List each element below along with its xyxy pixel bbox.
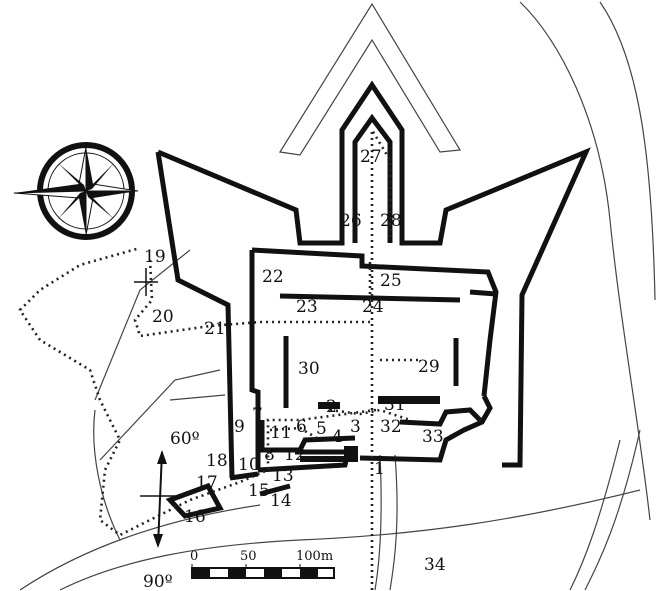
label-8: 8 xyxy=(264,445,275,465)
label-5: 5 xyxy=(316,419,327,439)
scale-label-100m: 100m xyxy=(296,549,333,564)
label-18: 18 xyxy=(206,451,228,471)
label-1: 1 xyxy=(374,459,385,479)
label-23: 23 xyxy=(296,297,318,317)
scale-bar: 0 50 100m xyxy=(190,549,335,579)
label-30: 30 xyxy=(298,359,320,379)
contour-label-90: 90º xyxy=(143,572,173,591)
visitor-route xyxy=(18,125,420,590)
label-21: 21 xyxy=(204,319,226,339)
label-20: 20 xyxy=(152,307,174,327)
label-25: 25 xyxy=(380,271,402,291)
label-22: 22 xyxy=(262,267,284,287)
contour-label-60: 60º xyxy=(170,429,200,449)
label-6: 6 xyxy=(296,417,307,437)
label-31: 31 xyxy=(384,395,406,415)
label-26: 26 xyxy=(340,211,362,231)
label-11: 11 xyxy=(270,423,292,443)
label-9: 9 xyxy=(234,417,245,437)
label-15: 15 xyxy=(248,481,270,501)
label-13: 13 xyxy=(272,466,294,486)
marker-cross-icon xyxy=(134,268,158,296)
label-10: 10 xyxy=(238,455,260,475)
label-34: 34 xyxy=(424,555,446,575)
label-29: 29 xyxy=(418,357,440,377)
label-2: 2 xyxy=(326,397,337,417)
compass-rose-icon xyxy=(13,142,139,240)
north-arrow-icon xyxy=(140,450,182,548)
label-17: 17 xyxy=(196,473,218,493)
label-28: 28 xyxy=(380,211,402,231)
label-27: 27 xyxy=(360,147,382,167)
terrain-contours xyxy=(19,1,656,591)
scale-label-50: 50 xyxy=(240,549,257,564)
label-19: 19 xyxy=(144,247,166,267)
fortress-walls xyxy=(155,80,591,519)
label-7: 7 xyxy=(252,405,263,425)
numbered-labels: 1 2 3 4 5 6 7 8 9 10 11 12 13 14 15 16 1… xyxy=(144,147,446,575)
label-4: 4 xyxy=(332,427,343,447)
label-16: 16 xyxy=(184,507,206,527)
label-33: 33 xyxy=(422,427,444,447)
label-3: 3 xyxy=(350,417,361,437)
scale-label-0: 0 xyxy=(190,549,198,564)
label-24: 24 xyxy=(362,297,384,317)
label-12: 12 xyxy=(284,445,306,465)
label-14: 14 xyxy=(270,491,292,511)
buildings xyxy=(300,396,440,462)
label-32: 32 xyxy=(380,417,402,437)
